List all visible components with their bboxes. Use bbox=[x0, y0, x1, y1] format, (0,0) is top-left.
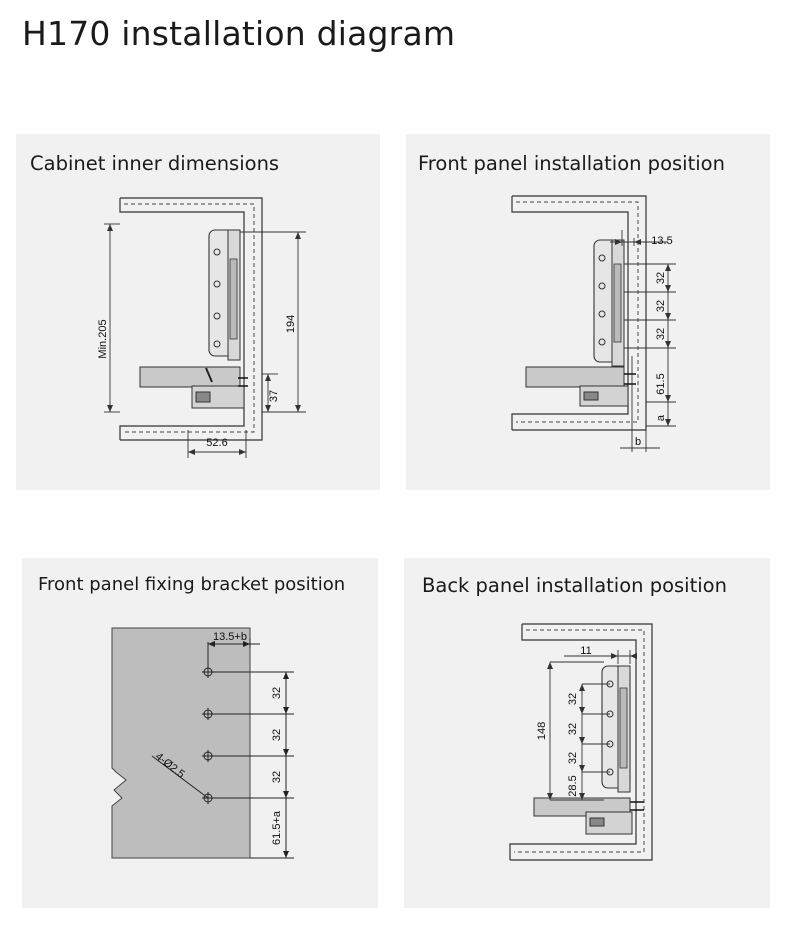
dim-13-5-plus-b: 13.5+b bbox=[213, 631, 247, 643]
drawer-side-illustration bbox=[139, 229, 248, 409]
dim-148: 148 bbox=[536, 722, 548, 740]
dim-pitch-1: 32 bbox=[655, 272, 667, 284]
drawer-side-illustration bbox=[525, 239, 636, 407]
dim-pitch-2: 32 bbox=[655, 300, 667, 312]
dim-28-5: 28.5 bbox=[567, 775, 579, 796]
front-panel-installation-panel: Front panel installation position bbox=[406, 134, 770, 490]
dim-11: 11 bbox=[580, 645, 591, 657]
dim-194: 194 bbox=[285, 315, 297, 333]
dim-37: 37 bbox=[268, 390, 280, 402]
back-panel-diagram: 11 148 32 32 32 28.5 bbox=[509, 623, 653, 861]
bracket-diagram: 13.5+b 32 32 32 61.5+a 4-Ø2.5 bbox=[111, 627, 294, 859]
dim-min-205: Min.205 bbox=[97, 319, 109, 358]
dim-pitch-2: 32 bbox=[271, 729, 283, 741]
cabinet-dimensions-panel: Cabinet inner dimensions bbox=[16, 134, 380, 490]
dim-pitch-1: 32 bbox=[567, 693, 579, 705]
dim-61-5: 61.5 bbox=[655, 373, 667, 394]
dim-pitch-3: 32 bbox=[271, 771, 283, 783]
fixing-bracket-panel: Front panel fixing bracket position 13.5… bbox=[22, 558, 378, 908]
dim-13-5: 13.5 bbox=[651, 235, 672, 247]
dim-b: b bbox=[635, 436, 641, 448]
dim-52-6: 52.6 bbox=[206, 437, 227, 449]
back-panel-title: Back panel installation position bbox=[422, 574, 727, 597]
page-title: H170 installation diagram bbox=[22, 14, 456, 53]
front-panel-diagram: 13.5 32 32 32 61.5 a b bbox=[511, 195, 676, 452]
dim-pitch-3: 32 bbox=[567, 752, 579, 764]
dim-pitch-3: 32 bbox=[655, 328, 667, 340]
dim-61-5-plus-a: 61.5+a bbox=[271, 810, 283, 845]
drawer-side-illustration bbox=[533, 665, 644, 835]
back-panel-installation-panel: Back panel installation position bbox=[404, 558, 770, 908]
cabinet-diagram: Min.205 194 37 52.6 bbox=[97, 197, 306, 458]
dim-pitch-2: 32 bbox=[567, 723, 579, 735]
cabinet-panel-title: Cabinet inner dimensions bbox=[30, 152, 280, 175]
dim-pitch-1: 32 bbox=[271, 687, 283, 699]
bracket-panel-title: Front panel fixing bracket position bbox=[38, 574, 346, 595]
front-panel-board bbox=[111, 627, 251, 859]
front-panel-title: Front panel installation position bbox=[418, 152, 725, 175]
dim-a: a bbox=[655, 414, 667, 421]
